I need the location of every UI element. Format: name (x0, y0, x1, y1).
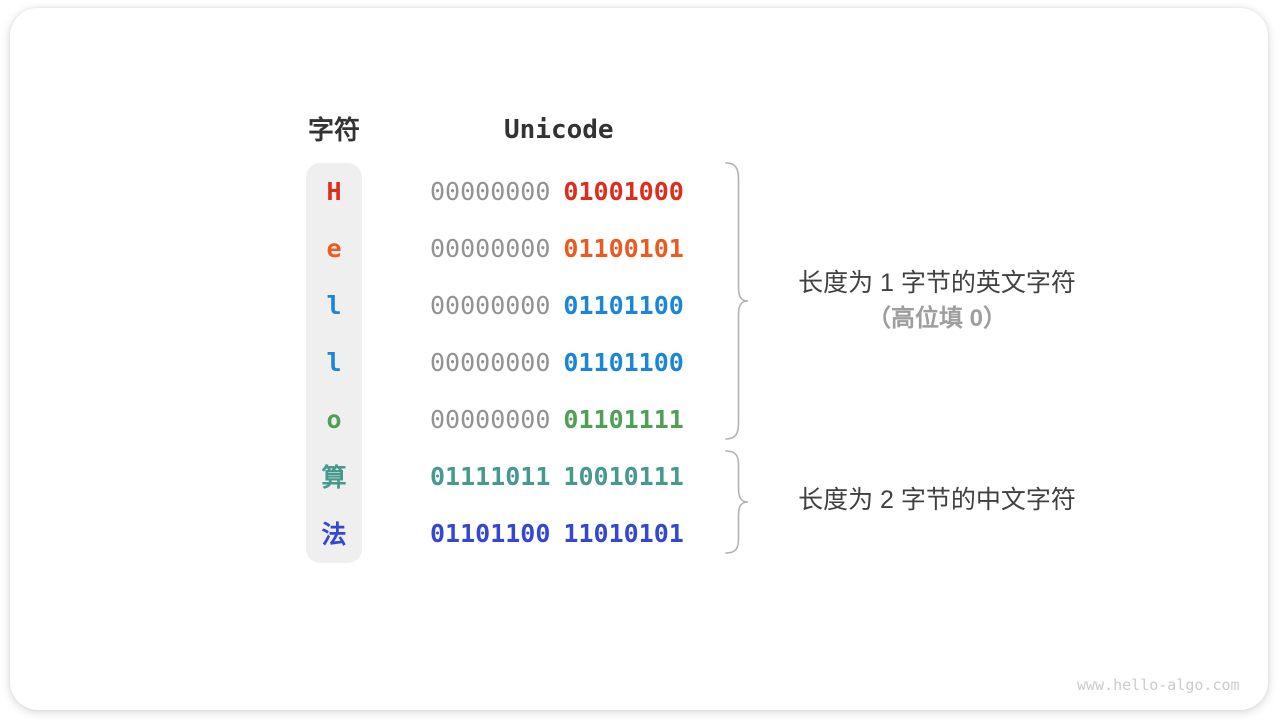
low-byte: 11010101 (563, 518, 684, 548)
high-byte: 00000000 (430, 404, 551, 434)
unicode-binary-value: 01101100 11010101 (430, 505, 684, 562)
low-byte: 10010111 (563, 461, 684, 491)
character-cell: e (326, 233, 342, 263)
column-header-character: 字符 (307, 115, 360, 145)
unicode-binary-value: 00000000 01101100 (430, 334, 684, 391)
column-header-unicode: Unicode (504, 115, 614, 145)
brace-english-group (725, 162, 749, 440)
unicode-binary-value: 00000000 01100101 (430, 220, 684, 277)
brace-chinese-group (725, 450, 749, 554)
high-byte: 00000000 (430, 290, 551, 320)
low-byte: 01101100 (563, 290, 684, 320)
table-row: 算 01111011 10010111 (0, 448, 760, 505)
table-row: l 00000000 01101100 (0, 277, 760, 334)
character-cell: 法 (321, 520, 347, 549)
high-byte: 01101100 (430, 518, 551, 548)
annotation-english-group: 长度为 1 字节的英文字符 （高位填 0） (760, 266, 1114, 334)
table-row: o 00000000 01101111 (0, 391, 760, 448)
unicode-binary-value: 01111011 10010111 (430, 448, 684, 505)
character-cell: H (326, 176, 342, 206)
annotation-english-line1: 长度为 1 字节的英文字符 (798, 269, 1076, 297)
low-byte: 01001000 (563, 176, 684, 206)
table-row: 法 01101100 11010101 (0, 505, 760, 562)
table-row: H 00000000 01001000 (0, 163, 760, 220)
low-byte: 01101111 (563, 404, 684, 434)
table-row: l 00000000 01101100 (0, 334, 760, 391)
unicode-binary-value: 00000000 01101100 (430, 277, 684, 334)
character-cell: 算 (321, 463, 347, 492)
character-cell: l (326, 290, 342, 320)
low-byte: 01100101 (563, 233, 684, 263)
high-byte: 01111011 (430, 461, 551, 491)
figure-card (10, 8, 1268, 710)
unicode-binary-value: 00000000 01101111 (430, 391, 684, 448)
low-byte: 01101100 (563, 347, 684, 377)
annotation-english-line2: （高位填 0） (866, 305, 1007, 332)
character-cell: o (326, 404, 342, 434)
high-byte: 00000000 (430, 347, 551, 377)
character-column-background (306, 163, 362, 563)
high-byte: 00000000 (430, 233, 551, 263)
unicode-binary-value: 00000000 01001000 (430, 163, 684, 220)
watermark-url: www.hello-algo.com (1077, 676, 1240, 694)
character-cell: l (326, 347, 342, 377)
table-row: e 00000000 01100101 (0, 220, 760, 277)
annotation-chinese-line1: 长度为 2 字节的中文字符 (798, 486, 1076, 514)
high-byte: 00000000 (430, 176, 551, 206)
annotation-chinese-group: 长度为 2 字节的中文字符 (760, 483, 1114, 517)
